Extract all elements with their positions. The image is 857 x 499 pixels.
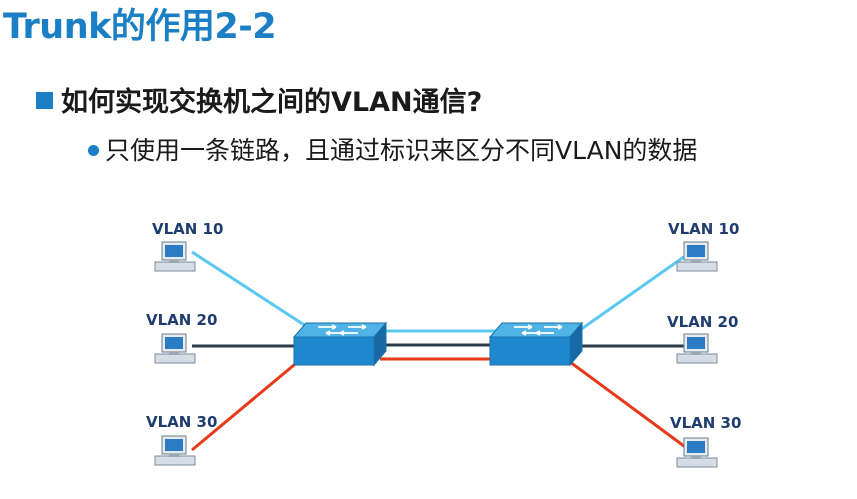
slide-title: Trunk的作用2-2 — [3, 7, 277, 47]
dot-bullet-icon — [88, 144, 99, 156]
link-left-vlan10 — [191, 250, 313, 332]
desktop-computer-icon — [154, 435, 196, 466]
vlan-label-left-30: VLAN 30 — [146, 413, 218, 431]
vlan-label-right-30: VLAN 30 — [670, 414, 742, 432]
desktop-computer-icon — [676, 241, 718, 272]
network-switch-icon — [292, 321, 388, 367]
link-right-vlan30 — [569, 360, 689, 451]
main-bullet-text: 如何实现交换机之间的VLAN通信? — [61, 87, 483, 118]
sub-bullet-text: 只使用一条链路，且通过标识来区分不同VLAN的数据 — [105, 136, 698, 165]
desktop-computer-icon — [154, 333, 196, 364]
network-switch-icon — [488, 321, 584, 367]
desktop-computer-icon — [676, 437, 718, 468]
desktop-computer-icon — [154, 241, 196, 272]
main-bullet: 如何实现交换机之间的VLAN通信? — [36, 80, 482, 119]
vlan-label-right-20: VLAN 20 — [667, 313, 739, 331]
vlan-label-left-10: VLAN 10 — [152, 220, 224, 238]
link-right-vlan10 — [579, 252, 689, 332]
vlan-label-left-20: VLAN 20 — [146, 311, 218, 329]
sub-bullet: 只使用一条链路，且通过标识来区分不同VLAN的数据 — [88, 131, 697, 167]
vlan-label-right-10: VLAN 10 — [668, 220, 740, 238]
link-left-vlan30 — [191, 358, 301, 452]
square-bullet-icon — [36, 92, 53, 109]
desktop-computer-icon — [676, 333, 718, 364]
